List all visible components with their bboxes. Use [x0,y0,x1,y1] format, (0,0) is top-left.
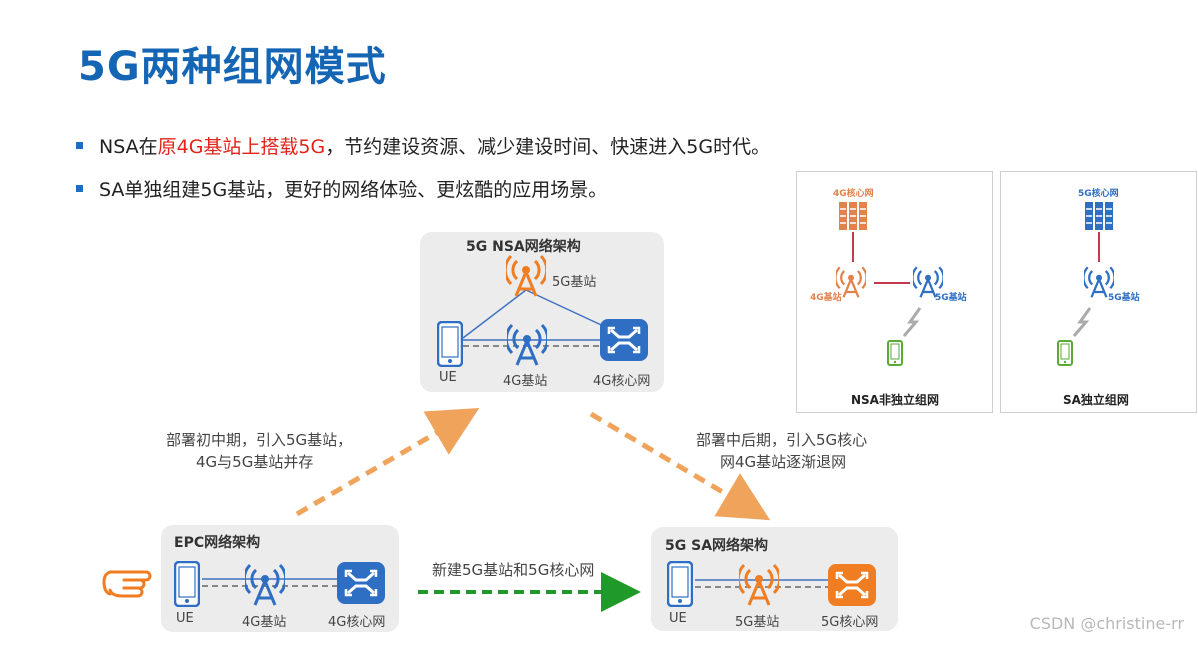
sa-5g-core-label: 5G核心网 [821,615,879,630]
card-nsa-4g-label: 4G基站 [810,293,842,303]
sa-ue-label: UE [669,611,687,626]
epc-ue-phone-icon [174,561,200,607]
bullet-nsa: NSA在 原4G基站上搭载5G ，节约建设资源、减少建设时间、快速进入5G时代。 [76,132,770,159]
card-sa-caption: SA独立组网 [1063,393,1129,407]
arrow-epc-to-nsa [295,407,480,517]
sa-panel-title: 5G SA网络架构 [665,538,769,554]
sa-5g-core-icon [827,563,877,607]
card-nsa-5g-label: 5G基站 [935,293,967,303]
left-note-line-1: 部署初中期，引入5G基站， [166,431,353,449]
card-sa-5g-label: 5G基站 [1108,293,1140,303]
bullet-marker [76,142,83,149]
epc-links [202,578,338,587]
watermark: CSDN @christine-rr [1029,614,1184,633]
epc-4g-tower-icon [245,563,285,606]
card-nsa-caption: NSA非独立组网 [851,393,939,407]
card-nsa-core-label: 4G核心网 [833,189,874,199]
nsa-4g-base-label: 4G基站 [503,374,548,389]
epc-4g-base-label: 4G基站 [242,615,287,630]
card-sa-ue-icon [1057,340,1073,366]
sa-ue-phone-icon [667,561,693,607]
nsa-links [462,289,613,347]
card-sa-wireless-icon [1072,307,1092,337]
card-nsa-core-server-icon [838,201,868,231]
bottom-transition-note: 新建5G基站和5G核心网 [432,561,595,579]
nsa-ue-phone-icon [437,321,463,367]
epc-ue-label: UE [176,611,194,626]
bullet-sa: SA单独组建5G基站，更好的网络体验、更炫酷的应用场景。 [76,175,607,202]
bullet-nsa-prefix: NSA在 [99,136,158,158]
epc-4g-core-label: 4G核心网 [328,615,386,630]
right-transition-note: 部署中后期，引入5G核心 网4G基站逐渐退网 [696,429,867,473]
nsa-4g-core-icon [599,318,649,362]
card-sa-core-label: 5G核心网 [1078,189,1119,199]
card-nsa-ue-icon [887,340,903,366]
sa-5g-tower-icon [739,563,779,606]
epc-panel-title: EPC网络架构 [174,535,261,551]
nsa-4g-tower-icon [507,323,547,366]
left-note-line-2: 4G与5G基站并存 [196,453,314,471]
nsa-5g-base-label: 5G基站 [552,275,597,290]
nsa-comparison-card [796,171,993,413]
epc-4g-core-icon [336,561,386,605]
page-title: 5G两种组网模式 [78,44,387,90]
nsa-5g-tower-icon [506,254,546,297]
sa-5g-base-label: 5G基站 [735,615,780,630]
nsa-4g-core-label: 4G核心网 [593,374,651,389]
card-nsa-wireless-icon [902,307,922,337]
bullet-marker [76,185,83,192]
nsa-ue-label: UE [439,370,457,385]
pointing-hand-icon [102,570,152,598]
bullet-sa-text: SA单独组建5G基站，更好的网络体验、更炫酷的应用场景。 [99,179,608,201]
nsa-panel-title: 5G NSA网络架构 [466,239,581,255]
bullet-nsa-highlight: 原4G基站上搭载5G [157,136,326,158]
card-sa-core-server-icon [1084,201,1114,231]
bullet-nsa-suffix: ，节约建设资源、减少建设时间、快速进入5G时代。 [325,136,771,158]
left-transition-note: 部署初中期，引入5G基站， 4G与5G基站并存 [166,429,352,473]
arrow-nsa-to-sa [589,411,771,521]
right-note-line-1: 部署中后期，引入5G核心 [696,431,868,449]
right-note-line-2: 网4G基站逐渐退网 [720,453,847,471]
